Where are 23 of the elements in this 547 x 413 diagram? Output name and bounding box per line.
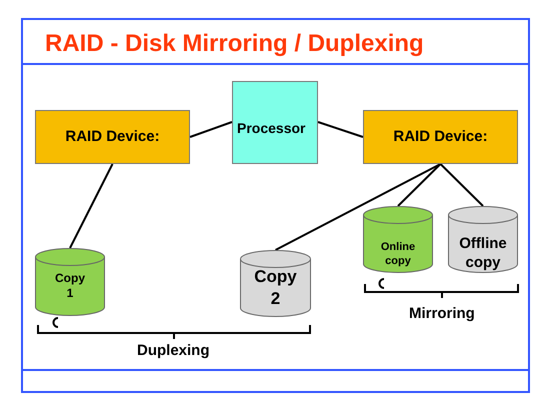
connector-line (190, 121, 232, 138)
disk-cylinder (35, 248, 105, 316)
disk-cylinder (240, 250, 311, 317)
connector-line (318, 121, 364, 138)
node-label: Copy 1 (54, 270, 86, 301)
device-box (363, 110, 518, 164)
node-label: Processor (236, 120, 306, 138)
group-label: Mirroring (409, 304, 475, 324)
node-label: Copy 2 (253, 266, 298, 309)
disk-cylinder (448, 206, 518, 273)
connector-line (440, 163, 484, 207)
connector-line (397, 163, 442, 207)
node-label: RAID Device: (65, 128, 160, 146)
connector-line (69, 164, 114, 248)
slide-title: RAID - Disk Mirroring / Duplexing (45, 29, 424, 59)
group-label: Duplexing (137, 341, 210, 361)
node-label: Offline copy (458, 234, 508, 272)
disk-cylinder (363, 206, 433, 273)
node-label: Online copy (380, 240, 416, 268)
node-label: RAID Device: (393, 128, 488, 146)
device-box (35, 110, 190, 164)
connector-line (275, 163, 441, 251)
processor-box (232, 81, 318, 164)
